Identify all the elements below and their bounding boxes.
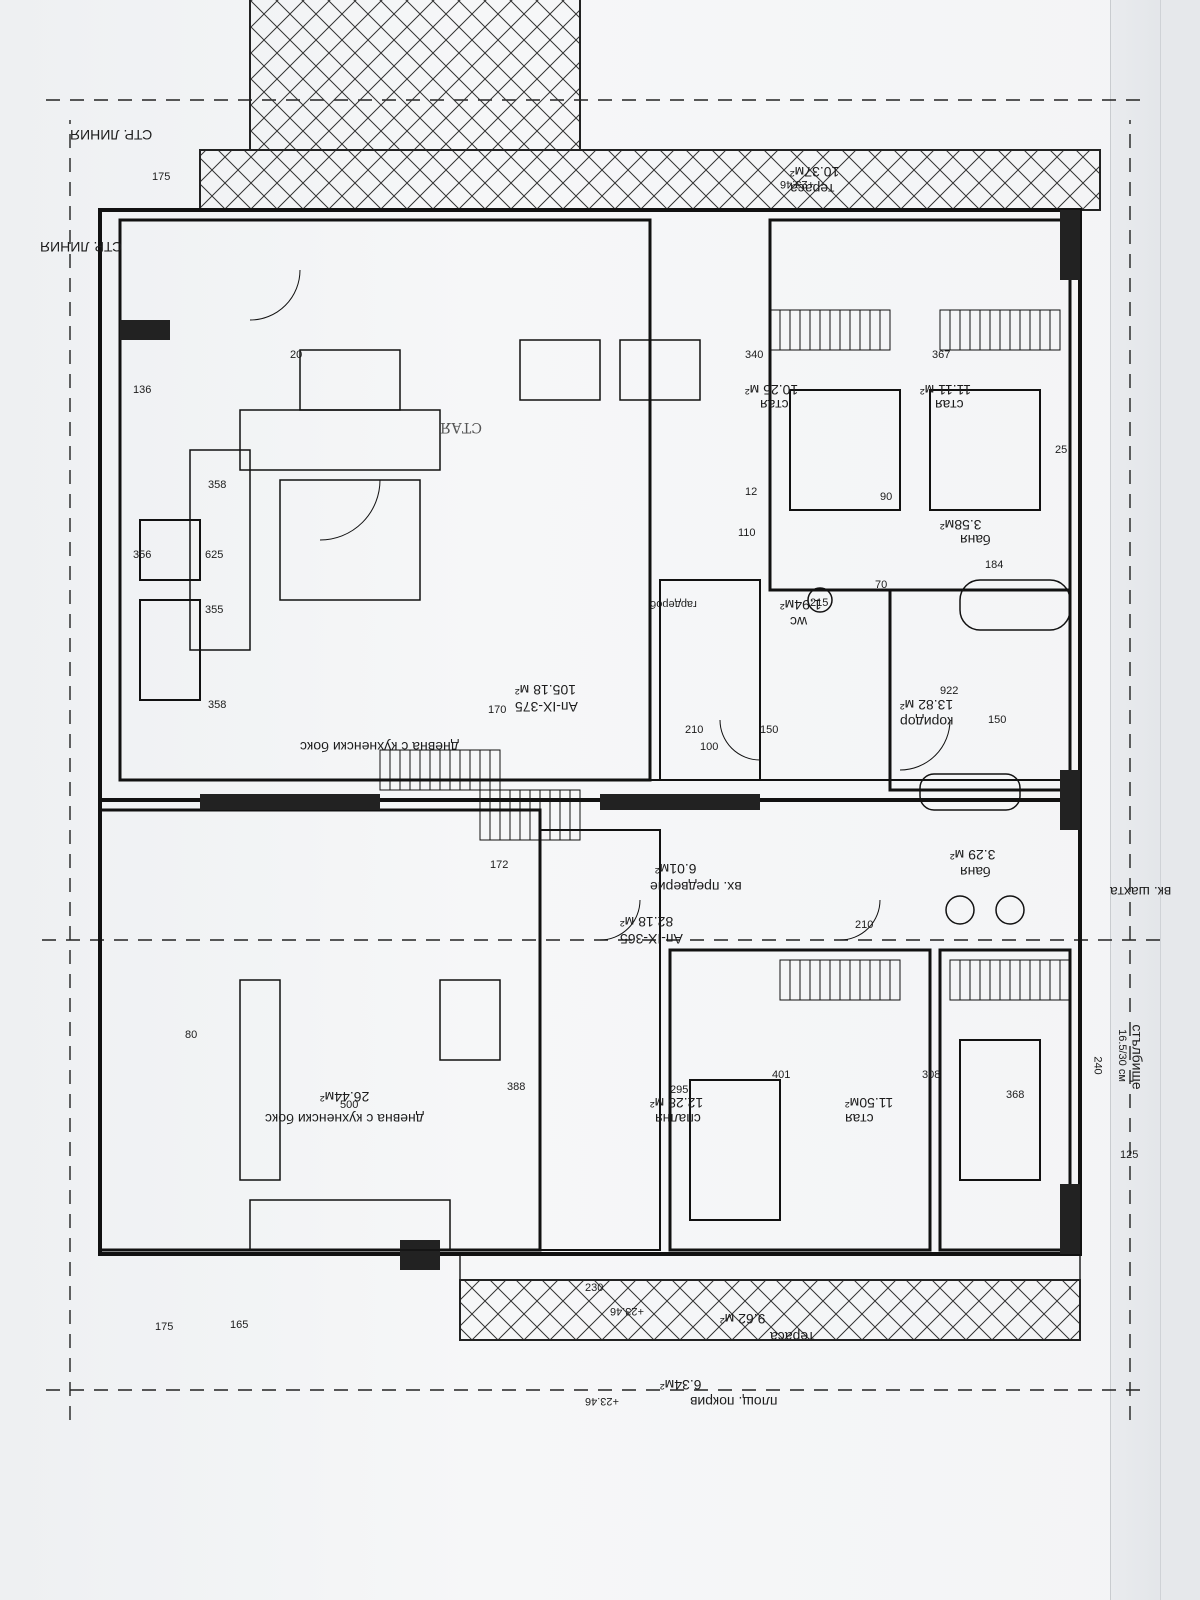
dim-25: 25 [1055,444,1068,456]
paper-edge-back [1160,0,1200,1600]
dim-368: 368 [1006,1089,1025,1101]
terrace-bottom [199,149,1101,211]
apt-id-375: Ап-IX-375 [515,699,578,715]
room-room-365: стая [845,1111,874,1127]
room-bath-375: баня [960,532,991,548]
room-bedroom-a: стая [760,397,789,413]
room-entry: вх. предверие [650,879,742,895]
dim-150-b: 150 [988,714,1007,726]
room-room-365-area: 11.50м² [845,1095,894,1111]
flat-roof-top [459,1253,1081,1281]
room-bath-365: баня [960,864,991,880]
room-terrace-365-area: 9.62 м² [720,1311,766,1327]
room-bedroom-365-area: 12.28 м² [650,1095,704,1111]
room-bath-365-area: 3.29 м² [950,847,996,863]
dim-355: 355 [205,604,224,616]
street-line-note-2: СТР. ЛИНИЯ [40,239,123,255]
room-living-375: дневна с кухненски бокс [300,739,459,755]
dim-922: 922 [940,685,959,697]
room-flat-roof-area: 6.34м² [660,1377,702,1393]
room-bedroom-365: спалня [655,1111,701,1127]
room-entry-area: 6.01м² [655,861,697,877]
axis-lines [40,99,1160,1420]
street-line-note: СТР. ЛИНИЯ [70,127,153,143]
dim-170: 170 [488,704,507,716]
door-swings [249,269,951,941]
apt-id-365: Ап-IX-365 [620,931,683,947]
sanitary [807,579,1071,925]
room-flat-roof: площ. покрив [690,1394,778,1410]
room-terrace-365: тераса [770,1329,815,1345]
dim-388: 388 [507,1081,526,1093]
building-outline [98,208,1082,1256]
dim-110: 110 [738,527,756,539]
dim-184: 184 [985,559,1004,571]
stair-label: стълбище [1129,1024,1146,1090]
elevation-3: +23.46 [585,1395,619,1407]
dim-136: 136 [133,384,152,396]
room-wardrobe: гардероб [650,598,697,610]
dim-500: 500 [340,1099,359,1111]
dim-358-b: 358 [208,699,227,711]
dim-125: 125 [1120,1149,1139,1161]
dim-90: 90 [880,491,893,503]
dim-172: 172 [490,859,509,871]
handwritten-note: СТАЯ [440,419,482,435]
dim-401: 401 [772,1069,791,1081]
dim-210: 210 [685,724,704,736]
dim-12: 12 [745,486,758,498]
dim-215: 215 [810,597,829,609]
dim-70: 70 [875,579,888,591]
room-terrace-375-area: 10.37м² [790,164,840,180]
dim-80: 80 [185,1029,198,1041]
dim-367: 367 [932,349,951,361]
columns [120,210,1080,1270]
dim-175-a: 175 [152,171,171,183]
dim-150-a: 150 [760,724,779,736]
furniture [189,339,701,1251]
dim-230: 230 [585,1282,604,1294]
dim-165: 165 [230,1319,249,1331]
dim-20: 20 [290,349,303,361]
elevation-2: +23.46 [610,1305,644,1317]
room-bedroom-b: стая [935,397,964,413]
room-bedroom-a-area: 10.25 м² [745,382,799,398]
room-wc: wc [790,614,808,630]
wardrobe-hatch [779,310,1061,1000]
room-bath-375-area: 3.58м² [940,517,982,533]
stairs [379,749,581,841]
terrace-right [249,0,581,151]
apt-area-375: 105.18 м² [515,682,576,698]
stair-dim: 16.5/30 см [1115,1029,1128,1082]
terrace-top [459,1279,1081,1341]
dim-100: 100 [700,741,719,753]
dim-175-b: 175 [155,1321,174,1333]
dim-625: 625 [205,549,224,561]
stair-note: вк. шахта [1110,884,1172,900]
dim-340: 340 [745,349,764,361]
dim-295: 295 [670,1084,689,1096]
room-corridor-area: 13.82 м² [900,697,954,713]
dim-358-a: 358 [208,479,227,491]
room-corridor: коридор [900,714,954,730]
stair-steps: 240 [1091,1056,1104,1075]
apt-area-365: 82.18 м² [620,914,674,930]
elevation-1: +23.46 [780,178,814,190]
dim-308: 308 [922,1069,941,1081]
room-bedroom-b-area: 11.11 м² [920,382,972,398]
dim-210-b: 210 [855,919,874,931]
room-living-365: дневна с кухненски бокс [265,1111,424,1127]
dim-356: 356 [133,549,152,561]
